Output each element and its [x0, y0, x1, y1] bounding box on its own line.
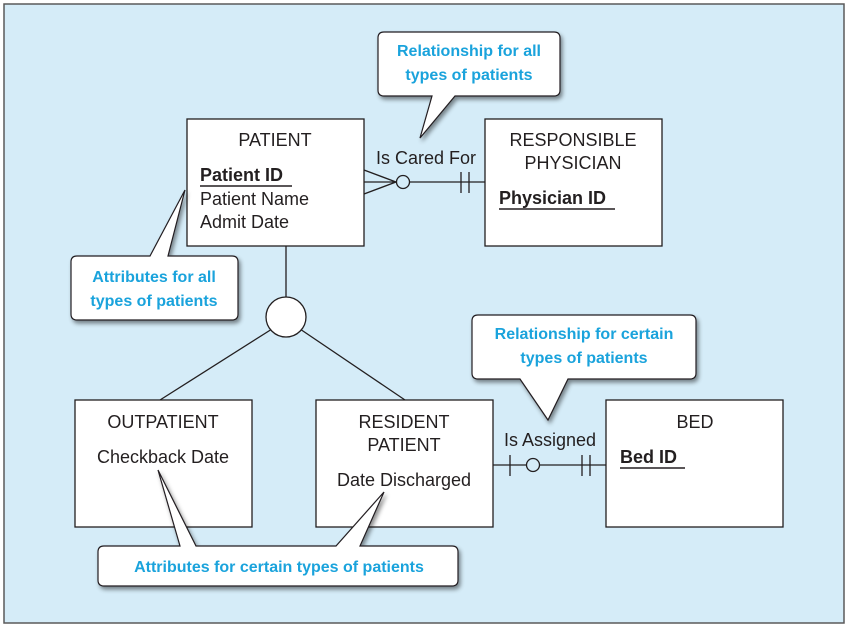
subtype-line-outpatient — [159, 328, 273, 401]
entity-physician: RESPONSIBLE PHYSICIAN Physician ID — [484, 118, 663, 247]
callout-attributes-all-text: Attributes for all — [92, 269, 216, 286]
entity-resident-box — [315, 399, 494, 528]
entity-patient-title: PATIENT — [238, 130, 311, 150]
entity-resident-title: RESIDENT — [358, 412, 449, 432]
entity-bed-title: BED — [676, 412, 713, 432]
entity-physician-key: Physician ID — [499, 188, 606, 208]
callout-relationship-certain — [471, 314, 697, 422]
entity-resident-title: PATIENT — [367, 435, 440, 455]
entity-patient-key: Patient ID — [200, 165, 283, 185]
entity-outpatient-box — [74, 399, 253, 528]
entity-patient-attr: Admit Date — [200, 212, 289, 232]
entity-outpatient-attr: Checkback Date — [97, 447, 229, 467]
crows-foot-bottom — [363, 181, 397, 195]
assigned-optional-circle — [525, 457, 541, 473]
callout-relationship-certain-text: types of patients — [520, 350, 647, 367]
entity-physician-title: RESPONSIBLE — [509, 130, 636, 150]
callout-attributes-all — [70, 189, 239, 321]
entity-patient-attr: Patient Name — [200, 189, 309, 209]
callout-attributes-certain-bubble — [97, 469, 459, 587]
callout-relationship-all-bubble — [377, 31, 561, 139]
callout-relationship-all — [377, 31, 561, 139]
entity-bed-box — [605, 399, 784, 528]
relationship-label-assigned: Is Assigned — [504, 430, 596, 450]
subtype-line-resident — [299, 328, 406, 401]
entity-physician-title: PHYSICIAN — [524, 153, 621, 173]
callout-relationship-all-text: types of patients — [405, 67, 532, 84]
entity-resident-attr: Date Discharged — [337, 470, 471, 490]
entity-patient-box — [186, 118, 365, 247]
crows-foot-top — [363, 169, 397, 183]
callout-attributes-certain — [97, 469, 459, 587]
callout-relationship-certain-bubble — [471, 314, 697, 422]
entity-outpatient-title: OUTPATIENT — [107, 412, 218, 432]
callout-relationship-all-text: Relationship for all — [397, 43, 541, 60]
subtype-discriminator-circle — [265, 296, 307, 338]
entity-bed-key: Bed ID — [620, 447, 677, 467]
callout-attributes-all-text: types of patients — [90, 293, 217, 310]
callout-attributes-all-bubble — [70, 189, 239, 321]
connectors — [159, 169, 606, 476]
callout-attributes-certain-text: Attributes for certain types of patients — [134, 559, 424, 576]
entity-physician-box — [484, 118, 663, 247]
relationship-label-cared-for: Is Cared For — [376, 148, 476, 168]
entity-bed: BED Bed ID — [605, 399, 784, 528]
entity-resident-patient: RESIDENT PATIENT Date Discharged — [315, 399, 494, 528]
callout-relationship-certain-text: Relationship for certain — [495, 326, 674, 343]
entity-outpatient: OUTPATIENT Checkback Date — [74, 399, 253, 528]
entity-patient: PATIENT Patient ID Patient Name Admit Da… — [186, 118, 365, 247]
cared-for-optional-circle — [395, 174, 411, 190]
